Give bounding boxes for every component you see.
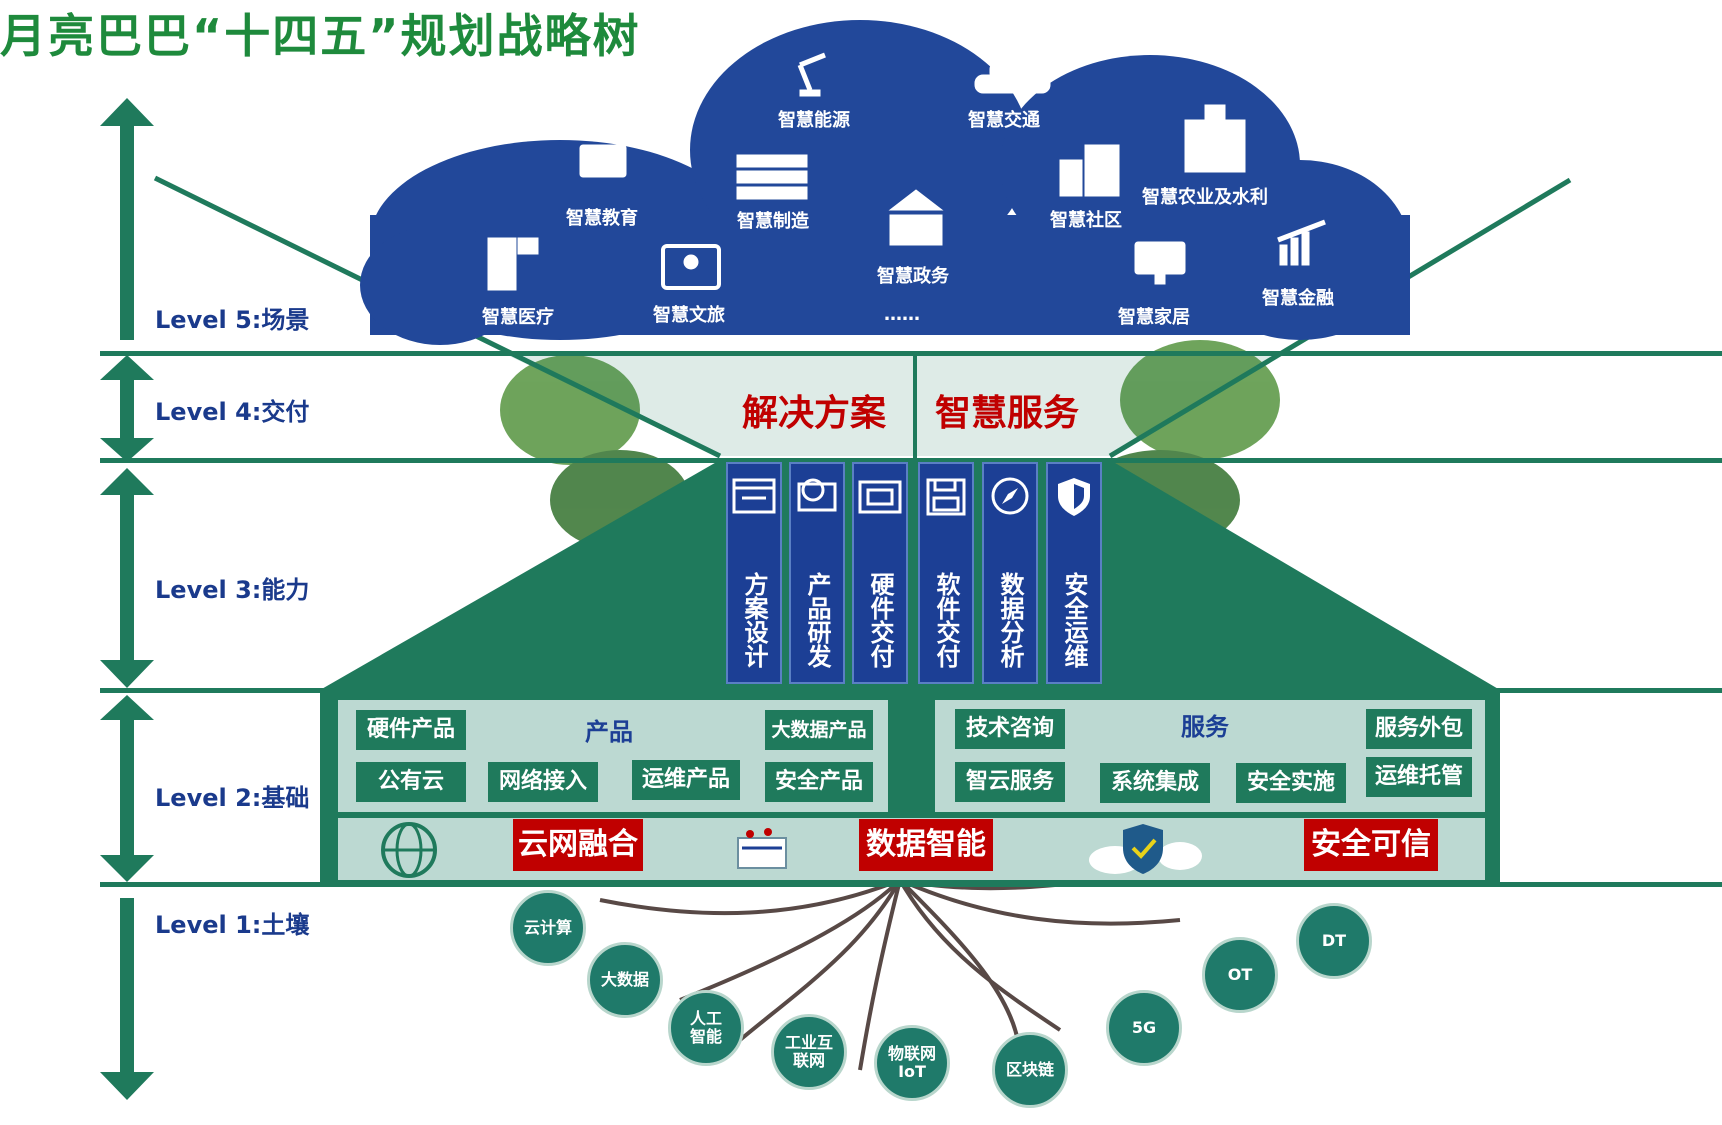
finance-chart-icon [1277,219,1326,266]
page-title: 月亮巴巴“十四五”规划战略树 [0,9,641,63]
capability-text: 方案设计 [740,572,768,668]
globe-network-icon [381,822,437,878]
capability-security: 安全运维 [1046,462,1102,684]
pillar-cloud-network: 云网融合 [513,819,643,871]
pillar-security-trust: 安全可信 [1304,819,1438,871]
window-icon [732,478,776,514]
scene-label-tourism: 智慧文旅 [653,305,725,326]
product-public-cloud: 公有云 [356,762,466,802]
soil-5g: 5G [1106,990,1182,1066]
scene-label-government: 智慧政务 [877,266,949,287]
shield-icon [1058,478,1090,516]
scene-label-finance: 智慧金融 [1262,288,1334,309]
soil-bigdata: 大数据 [587,942,663,1018]
service-cloud: 智云服务 [955,762,1065,802]
soil-iot-text: 物联网IoT [887,1044,936,1081]
soil-dt: DT [1296,903,1372,979]
level-label-5: Level 5:场景 [155,306,310,334]
smart-home-icon [1134,241,1186,285]
scene-label-more: …… [884,304,920,325]
hospital-icon [1184,104,1246,173]
product-hardware: 硬件产品 [356,710,466,750]
level-label-4: Level 4:交付 [155,398,310,426]
level-arrows [100,98,154,1100]
scene-label-agriculture: 智慧农业及水利 [1142,187,1268,208]
service-security-impl: 安全实施 [1236,763,1346,803]
capability-hardware: 硬件交付 [852,462,908,684]
cloud-shield-icon [1089,824,1202,874]
service-consulting: 技术咨询 [955,709,1065,749]
government-icon [888,189,944,246]
capability-text: 软件交付 [932,572,960,668]
service-managed-ops: 运维托管 [1366,757,1472,797]
service-integration: 系统集成 [1100,763,1210,803]
capability-data: 数据分析 [982,462,1038,684]
capability-text: 数据分析 [996,572,1024,668]
soil-industrial-internet: 工业互联网 [771,1014,847,1090]
products-title: 产品 [585,718,633,746]
presentation-icon [579,144,627,178]
level-divider [100,458,1722,463]
soil-industrial-internet-text: 工业互联网 [784,1033,833,1070]
floppy-icon [926,478,966,516]
product-bigdata: 大数据产品 [765,710,873,750]
product-network: 网络接入 [488,762,598,802]
scene-cloud [360,20,1410,345]
soil-cloud-computing: 云计算 [510,890,586,966]
scene-label-home: 智慧家居 [1118,307,1190,328]
pillar-data-intelligence: 数据智能 [859,819,993,871]
scene-label-traffic: 智慧交通 [968,110,1040,131]
compass-icon [991,477,1029,515]
product-ops: 运维产品 [632,760,740,800]
soil-blockchain: 区块链 [992,1032,1068,1108]
level-divider [100,882,1722,887]
capability-text: 安全运维 [1060,572,1088,668]
scene-label-manufacturing: 智慧制造 [737,211,809,232]
level-label-1: Level 1:土壤 [155,911,310,939]
soil-iot: 物联网IoT [874,1025,950,1101]
scene-label-community: 智慧社区 [1050,210,1122,231]
capability-rnd: 产品研发 [789,462,845,684]
level-label-3: Level 3:能力 [155,576,310,604]
service-outsourcing: 服务外包 [1366,709,1472,749]
buildings-icon [1059,144,1120,197]
globe-screen-icon [797,478,837,512]
frame-icon [858,480,902,514]
capability-text: 产品研发 [803,572,831,668]
soil-ai: 人工智能 [668,990,744,1066]
hotel-icon [487,237,539,291]
robot-arm-icon [797,52,826,97]
scene-label-energy: 智慧能源 [778,110,850,131]
level-label-2: Level 2:基础 [155,784,310,812]
level-divider [100,688,1722,693]
soil-ot: OT [1202,937,1278,1013]
delivery-solution: 解决方案 [742,393,887,434]
scene-label-medical: 智慧医疗 [482,307,554,328]
server-icon [736,154,808,200]
services-title: 服务 [1181,713,1229,741]
level-divider [100,351,1722,356]
car-icon [974,62,1051,94]
capability-software: 软件交付 [918,462,974,684]
capability-design: 方案设计 [726,462,782,684]
capability-trapezoid [320,460,1500,690]
product-security: 安全产品 [765,762,873,802]
scene-label-education: 智慧教育 [566,208,638,229]
data-server-icon [737,828,787,869]
museum-icon [661,244,721,290]
capability-text: 硬件交付 [866,572,894,668]
soil-ai-text: 人工智能 [689,1009,722,1046]
delivery-service: 智慧服务 [935,393,1080,434]
